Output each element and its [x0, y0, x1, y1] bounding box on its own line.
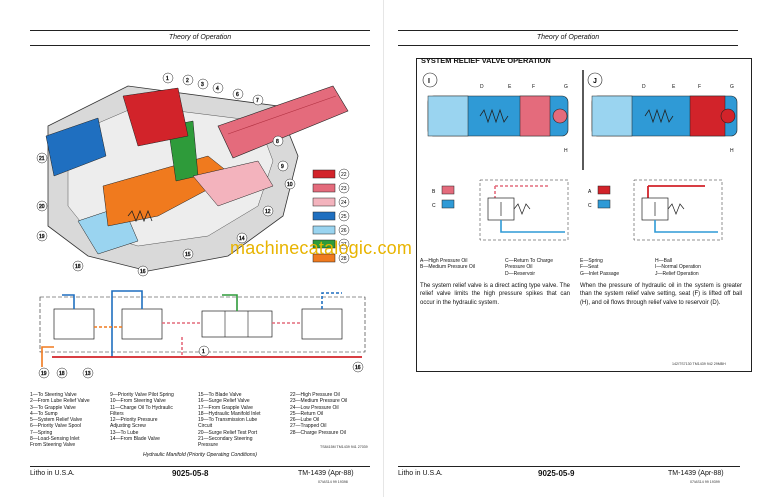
- footer-page-number: 9025-05-8: [172, 469, 209, 478]
- left-manual-page: Theory of Operation 21 20 19 18 16 1 2: [30, 30, 370, 484]
- color-swatch-number: 26: [341, 228, 347, 234]
- svg-text:15: 15: [185, 252, 191, 258]
- color-swatch-22: [312, 169, 336, 179]
- right-footer-rule: [398, 466, 740, 467]
- oil-color-key: 22 23 24 25 26 27 28: [312, 168, 350, 264]
- key-left-b: B: [432, 189, 436, 195]
- color-swatch-callout: [338, 252, 350, 264]
- svg-text:1: 1: [166, 76, 169, 82]
- key-right-c: C: [588, 203, 592, 209]
- svg-text:13: 13: [85, 371, 91, 377]
- footer-manual-id: TM-1439 (Apr-88): [298, 470, 354, 477]
- right-manual-page: Theory of Operation: [384, 0, 768, 497]
- svg-text:E: E: [508, 84, 512, 90]
- svg-text:16: 16: [140, 269, 146, 275]
- right-plate-code: 142/TS7130 TM1439 942 29MBH: [672, 362, 726, 366]
- svg-text:H: H: [564, 148, 568, 154]
- color-swatch-24: [312, 197, 336, 207]
- relief-valve-symbols: B C A C: [432, 179, 723, 241]
- relief-valve-cutaways: I J D E F G H D E F G H: [422, 70, 738, 170]
- svg-text:10: 10: [287, 182, 293, 188]
- color-swatch-number: 27: [341, 242, 347, 248]
- relief-valve-paragraph-right: When the pressure of hydraulic oil in th…: [580, 283, 742, 306]
- color-swatch-callout: [338, 238, 350, 250]
- color-swatch-callout: [338, 210, 350, 222]
- footer-litho: Litho in U.S.A.: [30, 470, 75, 477]
- svg-text:18: 18: [75, 264, 81, 270]
- svg-text:16: 16: [355, 365, 361, 371]
- right-footer-litho: Litho in U.S.A.: [398, 470, 443, 477]
- svg-text:G: G: [564, 84, 568, 90]
- color-swatch-number: 24: [341, 200, 347, 206]
- left-page-header: Theory of Operation: [30, 30, 370, 46]
- right-footer-page-number: 9025-05-9: [538, 469, 575, 478]
- svg-text:G: G: [730, 84, 734, 90]
- svg-text:D: D: [642, 84, 646, 90]
- svg-text:19: 19: [41, 371, 47, 377]
- svg-text:4: 4: [216, 86, 219, 92]
- section-title: SYSTEM RELIEF VALVE OPERATION: [421, 56, 551, 65]
- panel-i-label: I: [428, 78, 430, 85]
- manifold-cutaway-illustration: 21 20 19 18 16 1 2 3 4 6 7 9 10 12 14 15…: [36, 72, 350, 277]
- footer-rule: [30, 466, 370, 467]
- svg-text:E: E: [672, 84, 676, 90]
- panel-j-label: J: [593, 78, 597, 85]
- svg-text:6: 6: [236, 92, 239, 98]
- svg-text:21: 21: [39, 156, 45, 162]
- right-footer-manual-id: TM-1439 (Apr-88): [668, 470, 724, 477]
- svg-text:3: 3: [201, 82, 204, 88]
- color-swatch-28: [312, 253, 336, 263]
- color-swatch-callout: [338, 182, 350, 194]
- svg-text:8: 8: [276, 139, 279, 145]
- footer-code: 07/AS14 99 19398: [318, 480, 348, 484]
- color-swatch-number: 28: [341, 256, 347, 262]
- plate-code: TS8415M TM1439 941 27039: [320, 445, 368, 449]
- color-swatch-25: [312, 211, 336, 221]
- color-swatch-number: 22: [341, 172, 347, 178]
- key-right-a: A: [588, 189, 592, 195]
- color-swatch-callout: [338, 224, 350, 236]
- key-left-c: C: [432, 203, 436, 209]
- color-swatch-callout: [338, 168, 350, 180]
- color-swatch-26: [312, 225, 336, 235]
- figure-caption: Hydraulic Manifold (Priority Operating C…: [143, 452, 257, 458]
- svg-text:9: 9: [281, 164, 284, 170]
- relief-valve-paragraph-left: The system relief valve is a direct acti…: [420, 283, 570, 306]
- right-footer-code: 07/AS14 99 19399: [690, 480, 720, 484]
- svg-text:7: 7: [256, 98, 259, 104]
- right-page-header: Theory of Operation: [398, 30, 738, 46]
- svg-text:20: 20: [39, 204, 45, 210]
- color-swatch-23: [312, 183, 336, 193]
- svg-text:F: F: [532, 84, 535, 90]
- color-swatch-27: [312, 239, 336, 249]
- color-swatch-number: 23: [341, 186, 347, 192]
- svg-text:1: 1: [202, 349, 205, 355]
- color-swatch-callout: [338, 196, 350, 208]
- svg-text:14: 14: [239, 236, 245, 242]
- watermark-text: machinecatalogic.com: [230, 238, 413, 258]
- svg-text:19: 19: [39, 234, 45, 240]
- svg-text:18: 18: [59, 371, 65, 377]
- svg-text:H: H: [730, 148, 734, 154]
- color-swatch-number: 25: [341, 214, 347, 220]
- svg-text:D: D: [480, 84, 484, 90]
- relief-valve-figure-frame: [416, 58, 752, 372]
- svg-text:2: 2: [186, 78, 189, 84]
- svg-text:12: 12: [265, 209, 271, 215]
- svg-text:F: F: [698, 84, 701, 90]
- manifold-schematic: 19 18 13 1 16: [38, 290, 366, 379]
